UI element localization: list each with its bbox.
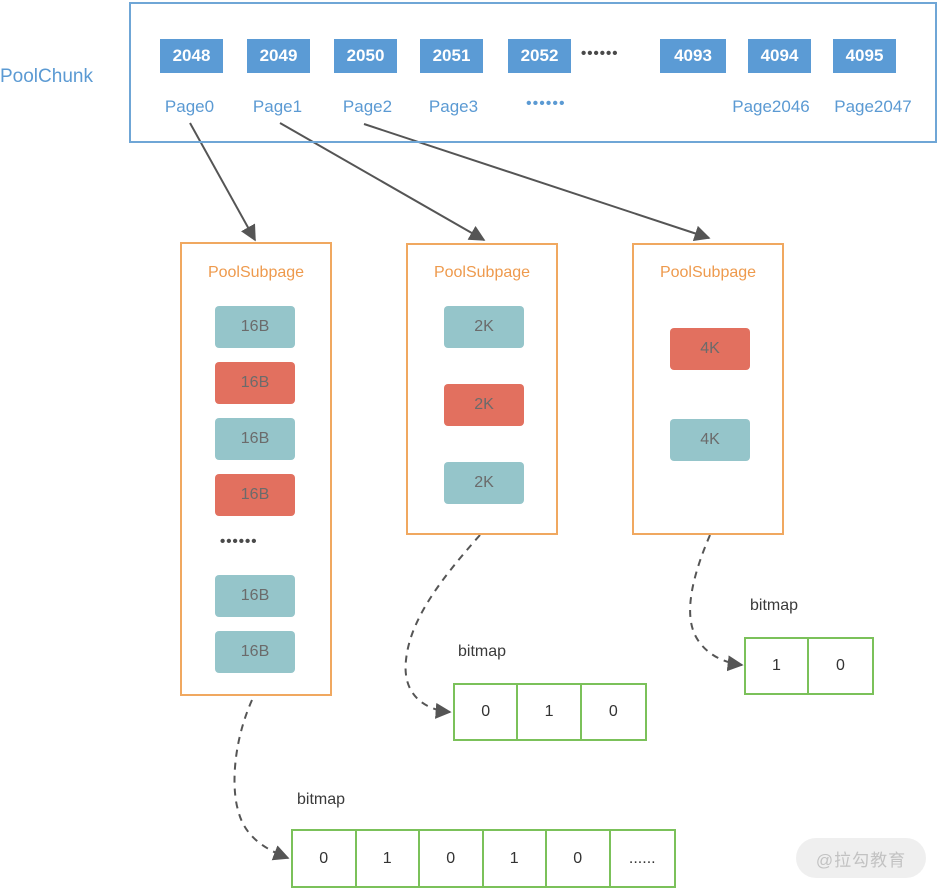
bitmap-label-4k: bitmap: [750, 597, 799, 614]
page-number-2050: 2050: [334, 39, 397, 73]
bitmap-cell: 1: [518, 685, 582, 739]
bitmap-2k: 0 1 0: [453, 683, 647, 741]
bitmap-cell: 1: [357, 831, 420, 886]
block-16b-used: 16B: [215, 362, 295, 404]
page-row-ellipsis: ••••••: [581, 45, 619, 62]
block-2k-used: 2K: [444, 384, 524, 426]
block-16b-free: 16B: [215, 418, 295, 460]
poolsubpage-4k: PoolSubpage: [632, 243, 784, 535]
watermark: @拉勾教育: [796, 838, 926, 878]
page-name-1: Page1: [252, 97, 303, 116]
page-number-2052: 2052: [508, 39, 571, 73]
poolchunk-box: [129, 2, 937, 143]
bitmap-16b: 0 1 0 1 0 ......: [291, 829, 676, 888]
bitmap-cell: 1: [484, 831, 547, 886]
page-name-2046: Page2046: [732, 97, 810, 116]
bitmap-cell: 0: [836, 657, 845, 674]
block-2k-free: 2K: [444, 306, 524, 348]
dashed-arrow-subpage1-to-bitmap: [233, 699, 290, 861]
page-number-2051: 2051: [420, 39, 483, 73]
bitmap-cell: 0: [420, 831, 484, 886]
bitmap-label-2k: bitmap: [458, 643, 507, 660]
page-number-2049: 2049: [247, 39, 310, 73]
page-name-2: Page2: [342, 97, 393, 116]
poolchunk-title: PoolChunk: [0, 66, 93, 87]
page-name-ellipsis: ••••••: [526, 95, 566, 112]
page-name-2047: Page2047: [834, 97, 912, 116]
page-number-4095: 4095: [833, 39, 896, 73]
bitmap-cell-ellipsis: ......: [628, 849, 656, 867]
block-16b-free: 16B: [215, 306, 295, 348]
bitmap-label-16b: bitmap: [297, 791, 346, 808]
page-number-4094: 4094: [748, 39, 811, 73]
page-number-2048: 2048: [160, 39, 223, 73]
blocks-ellipsis: ••••••: [220, 533, 258, 550]
poolsubpage-title: PoolSubpage: [659, 264, 757, 281]
poolsubpage-title: PoolSubpage: [433, 264, 531, 281]
block-4k-used: 4K: [670, 328, 750, 370]
dashed-arrow-subpage3-to-bitmap: [689, 534, 744, 672]
bitmap-cell: 0: [547, 831, 611, 886]
page-name-0: Page0: [164, 97, 215, 116]
bitmap-4k: 1 0: [744, 637, 874, 695]
block-16b-free: 16B: [215, 631, 295, 673]
bitmap-cell: 0: [455, 685, 519, 739]
block-16b-used: 16B: [215, 474, 295, 516]
bitmap-cell: 0: [293, 831, 357, 886]
bitmap-cell: 0: [608, 703, 618, 720]
block-16b-free: 16B: [215, 575, 295, 617]
bitmap-cell: 1: [746, 639, 810, 693]
block-4k-free: 4K: [670, 419, 750, 461]
block-2k-free: 2K: [444, 462, 524, 504]
page-name-3: Page3: [428, 97, 479, 116]
poolsubpage-title: PoolSubpage: [207, 264, 305, 281]
page-number-4093: 4093: [660, 39, 726, 73]
